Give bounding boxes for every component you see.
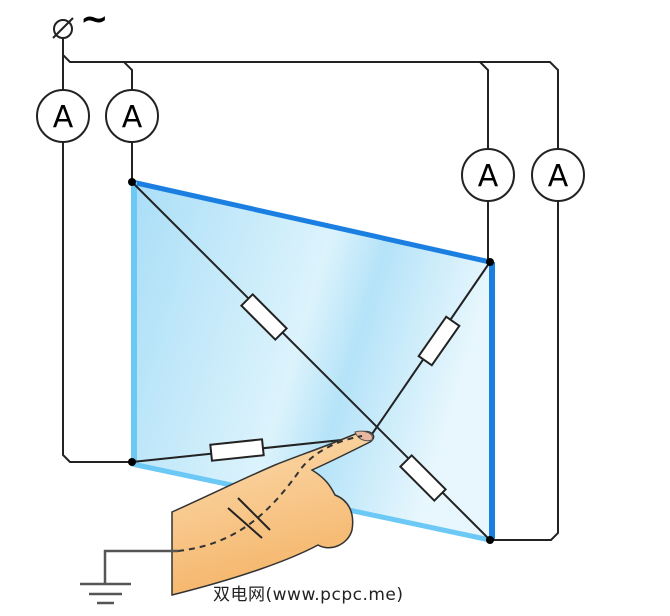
ground-icon [80, 549, 178, 605]
capacitor-symbol [227, 497, 271, 539]
wires [62, 38, 559, 541]
ammeter-2: A [105, 89, 159, 143]
resistor-top-right [417, 315, 461, 367]
watermark: 双电网(www.pcpc.me) [213, 585, 404, 605]
hand-illustration [171, 430, 375, 596]
panel-edge-top [131, 179, 491, 265]
ac-symbol: ~ [80, 0, 109, 39]
ammeter-1: A [36, 89, 90, 143]
resistor-bottom-right [398, 453, 448, 503]
ammeter-4: A [531, 148, 585, 202]
svg-text:A: A [53, 100, 74, 135]
ammeter-3: A [461, 148, 515, 202]
body-capacitance-path [177, 435, 363, 552]
svg-text:A: A [548, 159, 569, 194]
svg-text:A: A [478, 159, 499, 194]
resistor-bottom-left [209, 438, 265, 462]
resistor-top-left [239, 292, 289, 342]
junction-dots [128, 178, 494, 544]
svg-text:A: A [122, 100, 143, 135]
